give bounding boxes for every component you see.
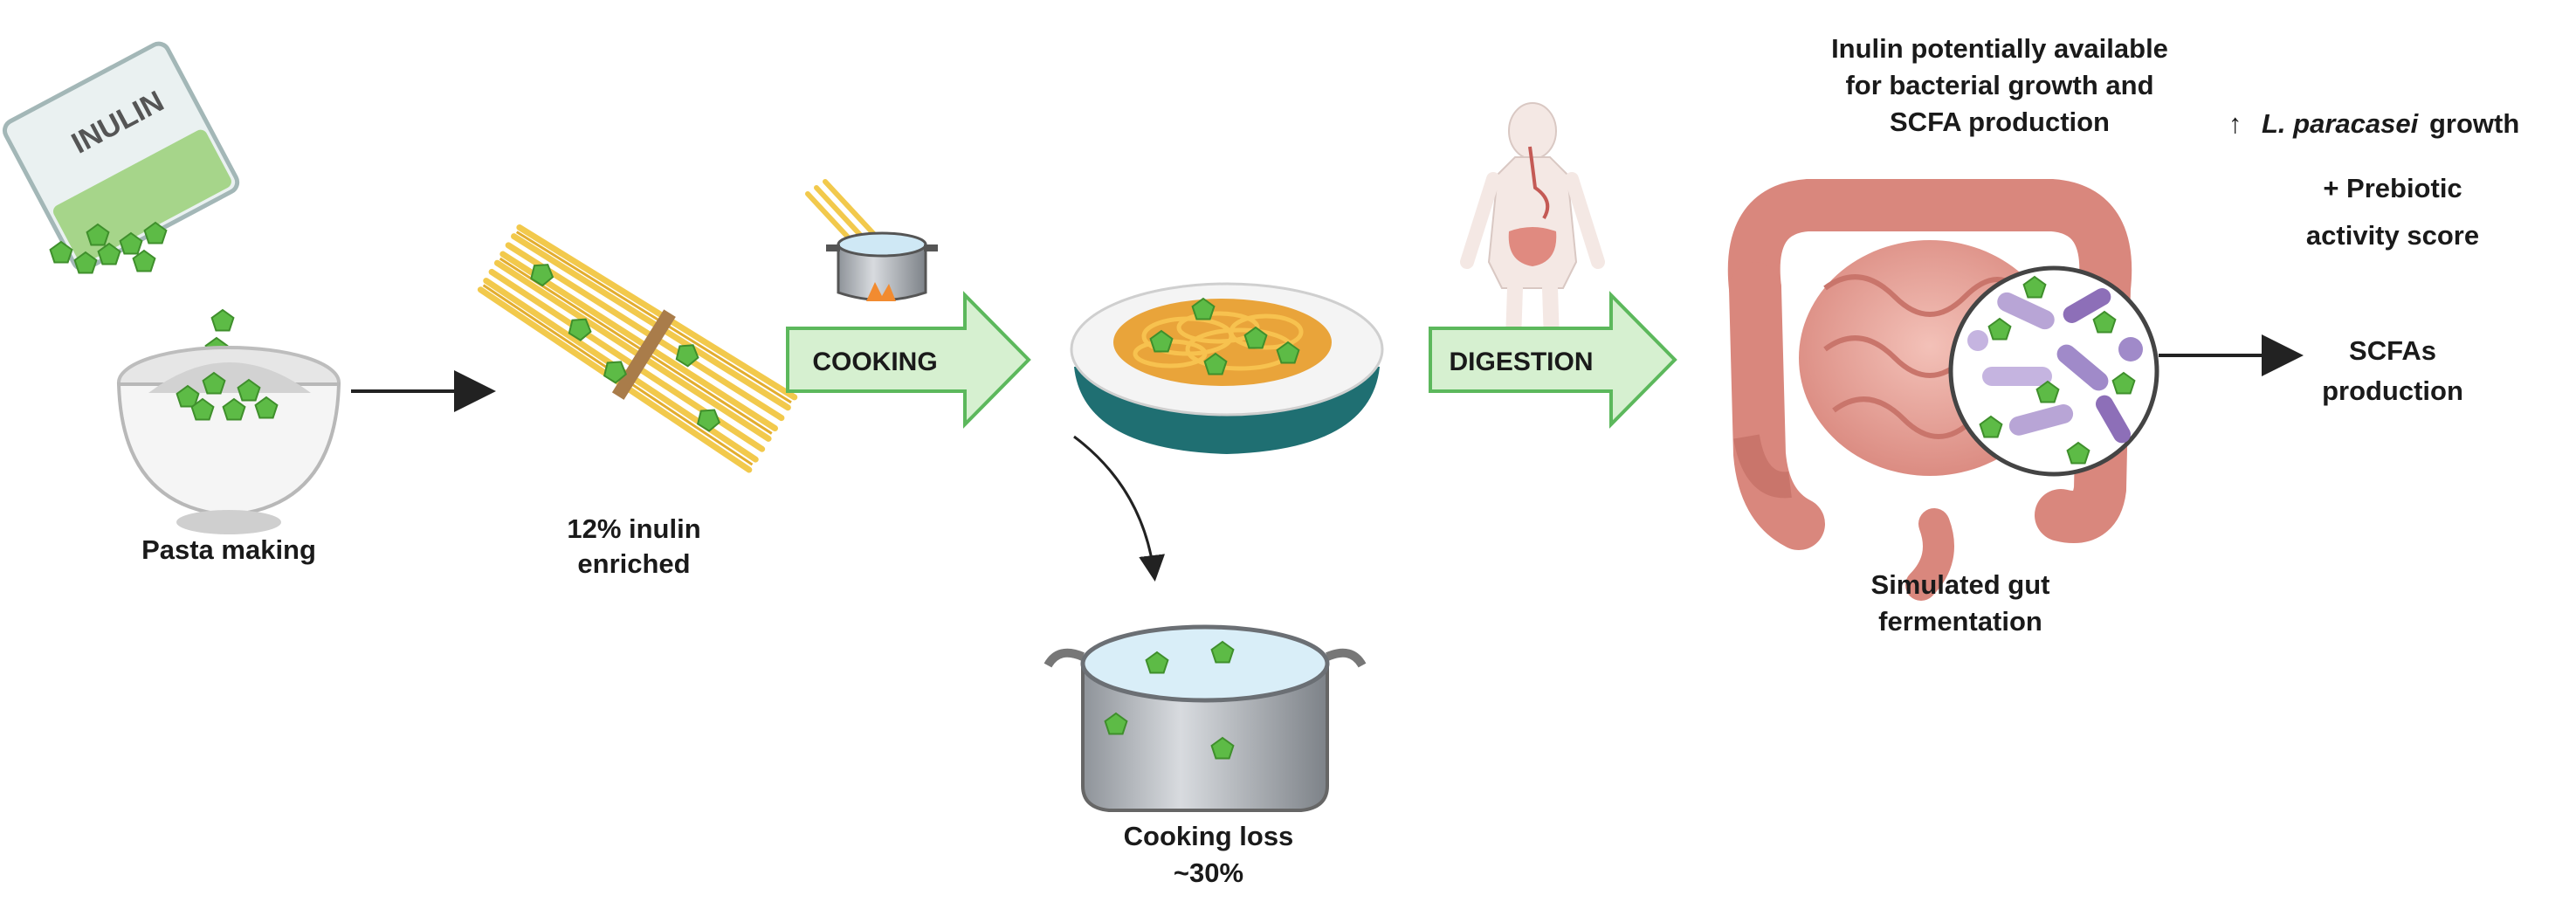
cooking-arrow <box>786 291 1031 429</box>
cooking-loss-line2: ~30% <box>1174 857 1243 888</box>
inulin-available-line1: Inulin potentially available <box>1831 33 2168 64</box>
beaker-icon: INULIN <box>2 41 240 274</box>
boiling-pot-icon <box>805 179 938 301</box>
growth-word: growth <box>2429 108 2519 139</box>
simulated-line1: Simulated gut <box>1871 569 2050 600</box>
inulin-available-line2: for bacterial growth and <box>1845 70 2153 100</box>
prebiotic-line2: activity score <box>2306 220 2479 251</box>
bowl-icon <box>116 346 341 534</box>
scfa-line1: SCFAs <box>2349 335 2436 366</box>
inulin-available-line3: SCFA production <box>1890 107 2110 137</box>
enriched-label-line2: enriched <box>577 548 690 579</box>
scfa-line2: production <box>2322 375 2463 406</box>
cooking-loss-line1: Cooking loss <box>1124 821 1294 851</box>
growth-species: L. paracasei <box>2262 108 2420 139</box>
prebiotic-line1: + Prebiotic <box>2323 173 2462 203</box>
pasta-plate-icon <box>1070 282 1384 454</box>
arrow-to-cooking-loss <box>1073 435 1166 582</box>
cooking-label: COOKING <box>812 348 937 376</box>
enriched-label-line1: 12% inulin <box>567 513 700 544</box>
digestion-arrow <box>1429 291 1677 429</box>
pasta-making-label: Pasta making <box>141 534 316 565</box>
simulated-line2: fermentation <box>1878 606 2042 637</box>
spaghetti-bundle-icon <box>477 224 798 473</box>
growth-arrow: ↑ <box>2228 108 2242 139</box>
digestion-label: DIGESTION <box>1449 348 1593 376</box>
bacteria-magnifier-icon <box>1948 265 2159 477</box>
cooking-water-pot-icon <box>1043 624 1367 812</box>
